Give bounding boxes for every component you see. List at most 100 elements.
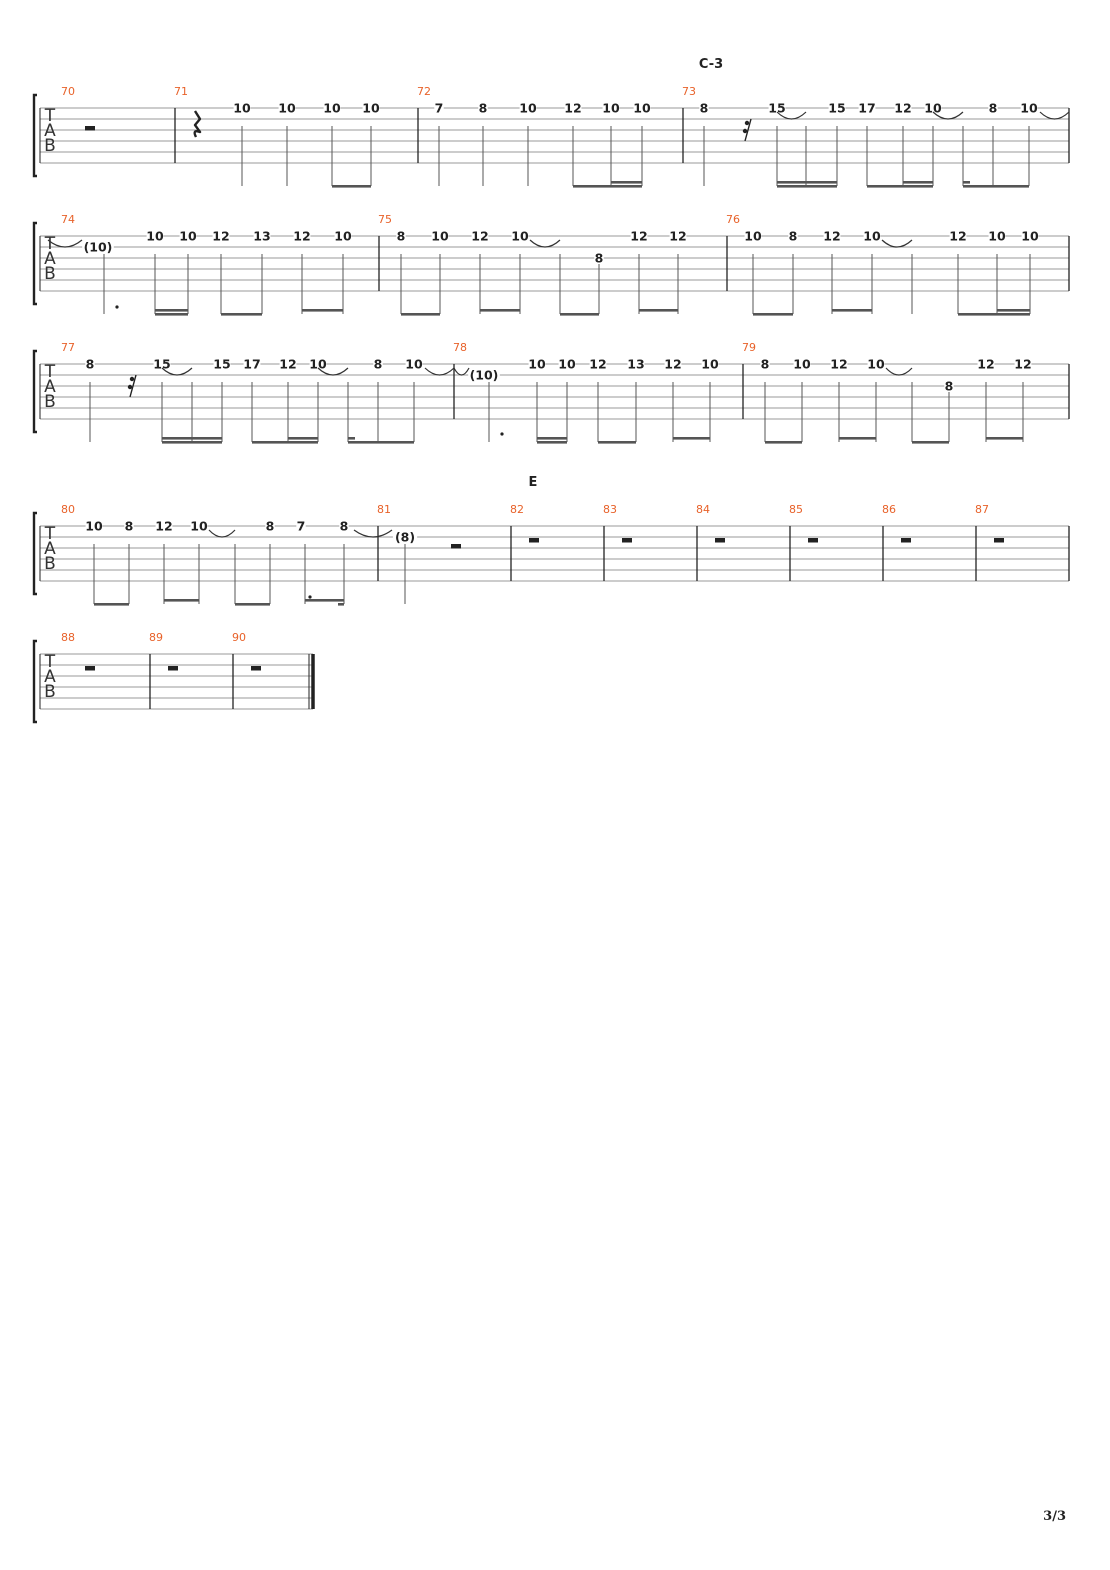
note-beam	[348, 437, 355, 440]
fret-number-backdrop	[478, 102, 488, 114]
fret-number-backdrop	[760, 358, 770, 370]
note-beam	[221, 313, 262, 316]
fret-number-backdrop	[630, 230, 648, 242]
fret-number-backdrop	[894, 102, 912, 114]
fret-number: 12	[212, 229, 229, 244]
fret-number-backdrop	[243, 358, 261, 370]
fret-number: 12	[471, 229, 488, 244]
fret-number: 10	[793, 357, 811, 372]
measure-number: 84	[696, 503, 710, 516]
tab-clef-letter: A	[44, 249, 56, 269]
fret-number-backdrop	[564, 102, 582, 114]
fret-number: 12	[279, 357, 296, 372]
whole-rest	[85, 666, 95, 671]
note-beam	[986, 437, 1023, 440]
note-beam	[777, 181, 837, 184]
measure: 89	[149, 631, 178, 671]
note-beam	[235, 603, 270, 606]
measure-number: 87	[975, 503, 989, 516]
fret-number-backdrop	[279, 358, 297, 370]
fret-number-backdrop	[153, 358, 171, 370]
fret-number-backdrop	[594, 252, 604, 264]
fret-number: 8	[266, 519, 275, 534]
tie-arc	[932, 111, 964, 120]
fret-number-backdrop	[296, 520, 306, 532]
fret-number: 10	[146, 229, 164, 244]
note-beam	[252, 441, 318, 444]
fret-number-backdrop	[602, 102, 620, 114]
fret-number: 8	[374, 357, 383, 372]
fret-number-backdrop	[949, 230, 967, 242]
system-bracket	[32, 221, 37, 306]
fret-number: 10	[190, 519, 208, 534]
whole-rest	[529, 538, 539, 543]
note-beam	[963, 181, 970, 184]
whole-rest	[251, 666, 261, 671]
fret-number-backdrop	[155, 520, 173, 532]
tab-clef-letter: T	[44, 652, 56, 672]
fret-number: 12	[977, 357, 994, 372]
fret-number: 10	[519, 101, 537, 116]
fret-number-backdrop	[519, 102, 537, 114]
fret-number-backdrop	[146, 230, 164, 242]
fret-number-backdrop	[828, 102, 846, 114]
fret-number: 8	[479, 101, 488, 116]
fret-number: 15	[213, 357, 230, 372]
tab-clef-letter: T	[44, 362, 56, 382]
fret-number: 8	[945, 379, 954, 394]
fret-number: 10	[863, 229, 881, 244]
fret-number: 12	[669, 229, 686, 244]
fret-number-backdrop	[768, 102, 786, 114]
measure-number: 76	[726, 213, 740, 226]
fret-number-backdrop	[233, 102, 251, 114]
fret-number: 8	[397, 229, 406, 244]
system-bracket	[32, 639, 37, 724]
measure-number: 70	[61, 85, 75, 98]
fret-number: 8	[700, 101, 709, 116]
measure: 83	[603, 503, 632, 543]
measure-number: 90	[232, 631, 246, 644]
fret-number-backdrop	[85, 520, 103, 532]
fret-number: 17	[243, 357, 260, 372]
note-beam	[288, 437, 318, 440]
note-beam	[573, 185, 642, 188]
tab-clef-letter: T	[44, 106, 56, 126]
fret-number: 12	[589, 357, 606, 372]
measure-number: 74	[61, 213, 75, 226]
tab-clef-letter: T	[44, 524, 56, 544]
fret-number: 13	[627, 357, 644, 372]
fret-number-backdrop	[339, 520, 349, 532]
section-label: E	[529, 475, 538, 490]
tab-clef-letter: T	[44, 234, 56, 254]
fret-number-backdrop	[863, 230, 881, 242]
rhythm-dot	[500, 432, 504, 436]
tie-arc	[885, 367, 913, 376]
measure-number: 82	[510, 503, 524, 516]
measure-number: 73	[682, 85, 696, 98]
fret-number-backdrop	[511, 230, 529, 242]
fret-number: 12	[630, 229, 647, 244]
note-beam	[305, 599, 344, 602]
note-beam	[639, 309, 678, 312]
tie-arc	[453, 367, 470, 376]
fret-number: 10	[334, 229, 352, 244]
fret-number-backdrop	[253, 230, 271, 242]
fret-number-backdrop	[988, 102, 998, 114]
fret-number: 15	[828, 101, 845, 116]
fret-number-backdrop	[944, 380, 954, 392]
fret-number-backdrop	[669, 230, 687, 242]
fret-number: 10	[405, 357, 423, 372]
fret-number: 10	[278, 101, 296, 116]
fret-number-backdrop	[924, 102, 942, 114]
fret-number-backdrop	[213, 358, 231, 370]
fret-number: 10	[867, 357, 885, 372]
fret-number: 10	[1021, 229, 1039, 244]
rhythm-dot	[115, 305, 119, 309]
note-beam	[997, 309, 1030, 312]
